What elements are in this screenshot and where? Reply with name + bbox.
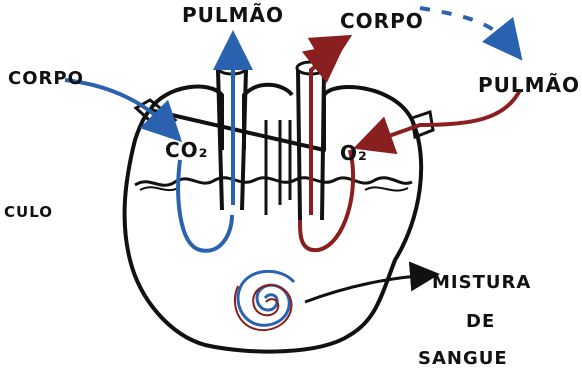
label-culo: CULO (4, 203, 53, 221)
label-mistura: MISTURA (432, 272, 531, 293)
mixture-pointer (305, 275, 428, 302)
label-de: DE (466, 311, 495, 332)
dashed-arrow (420, 8, 510, 45)
label-sangue: SANGUE (418, 348, 508, 369)
label-corpo-left: CORPO (8, 68, 84, 89)
red-loop (300, 150, 353, 250)
label-pulmao-top: PULMÃO (182, 3, 284, 27)
septum (266, 120, 290, 215)
blue-loop (178, 160, 232, 251)
red-inlet-arrow (372, 90, 520, 142)
label-o2: O₂ (340, 141, 368, 165)
label-pulmao-right: PULMÃO (478, 73, 580, 97)
red-corpo-arrow (318, 45, 335, 55)
mixing-spiral (238, 271, 294, 325)
label-co2: CO₂ (165, 138, 208, 162)
label-corpo-top: CORPO (340, 9, 424, 33)
